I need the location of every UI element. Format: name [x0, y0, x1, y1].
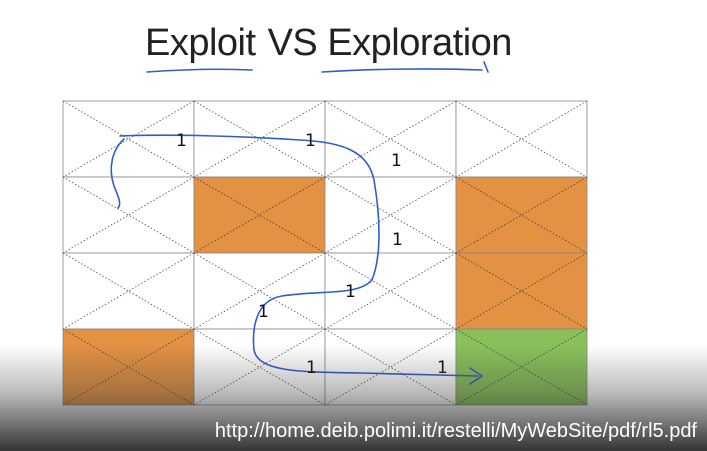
title-exploit: Exploit: [145, 22, 256, 64]
slide-title: Exploit VS Exploration: [145, 22, 512, 65]
grid-cell-plain: [193, 100, 326, 178]
reward-label: 1: [391, 151, 402, 171]
title-vs: VS: [267, 22, 318, 64]
reward-label: 1: [176, 131, 187, 151]
exploration-hook: [110, 138, 125, 209]
title-exploration: Exploration: [327, 22, 512, 64]
video-overlay-fade: [0, 345, 707, 451]
grid-cell-plain: [455, 100, 588, 178]
underline-exploration: [321, 61, 489, 73]
grid-cell-obstacle: [455, 176, 588, 254]
grid-cell-plain: [62, 176, 195, 254]
reward-label: 1: [258, 302, 269, 322]
underline-exploit: [146, 68, 253, 73]
source-url: http://home.deib.polimi.it/restelli/MyWe…: [214, 420, 697, 442]
grid-cell-plain: [62, 100, 195, 178]
reward-label: 1: [345, 282, 356, 302]
grid-cell-obstacle: [193, 176, 326, 254]
reward-label: 1: [392, 230, 403, 250]
reward-label: 1: [305, 131, 316, 151]
grid-cell-plain: [324, 176, 457, 254]
grid-cell-obstacle: [455, 252, 588, 330]
grid-cell-plain: [193, 252, 326, 330]
grid-cell-plain: [62, 252, 195, 330]
